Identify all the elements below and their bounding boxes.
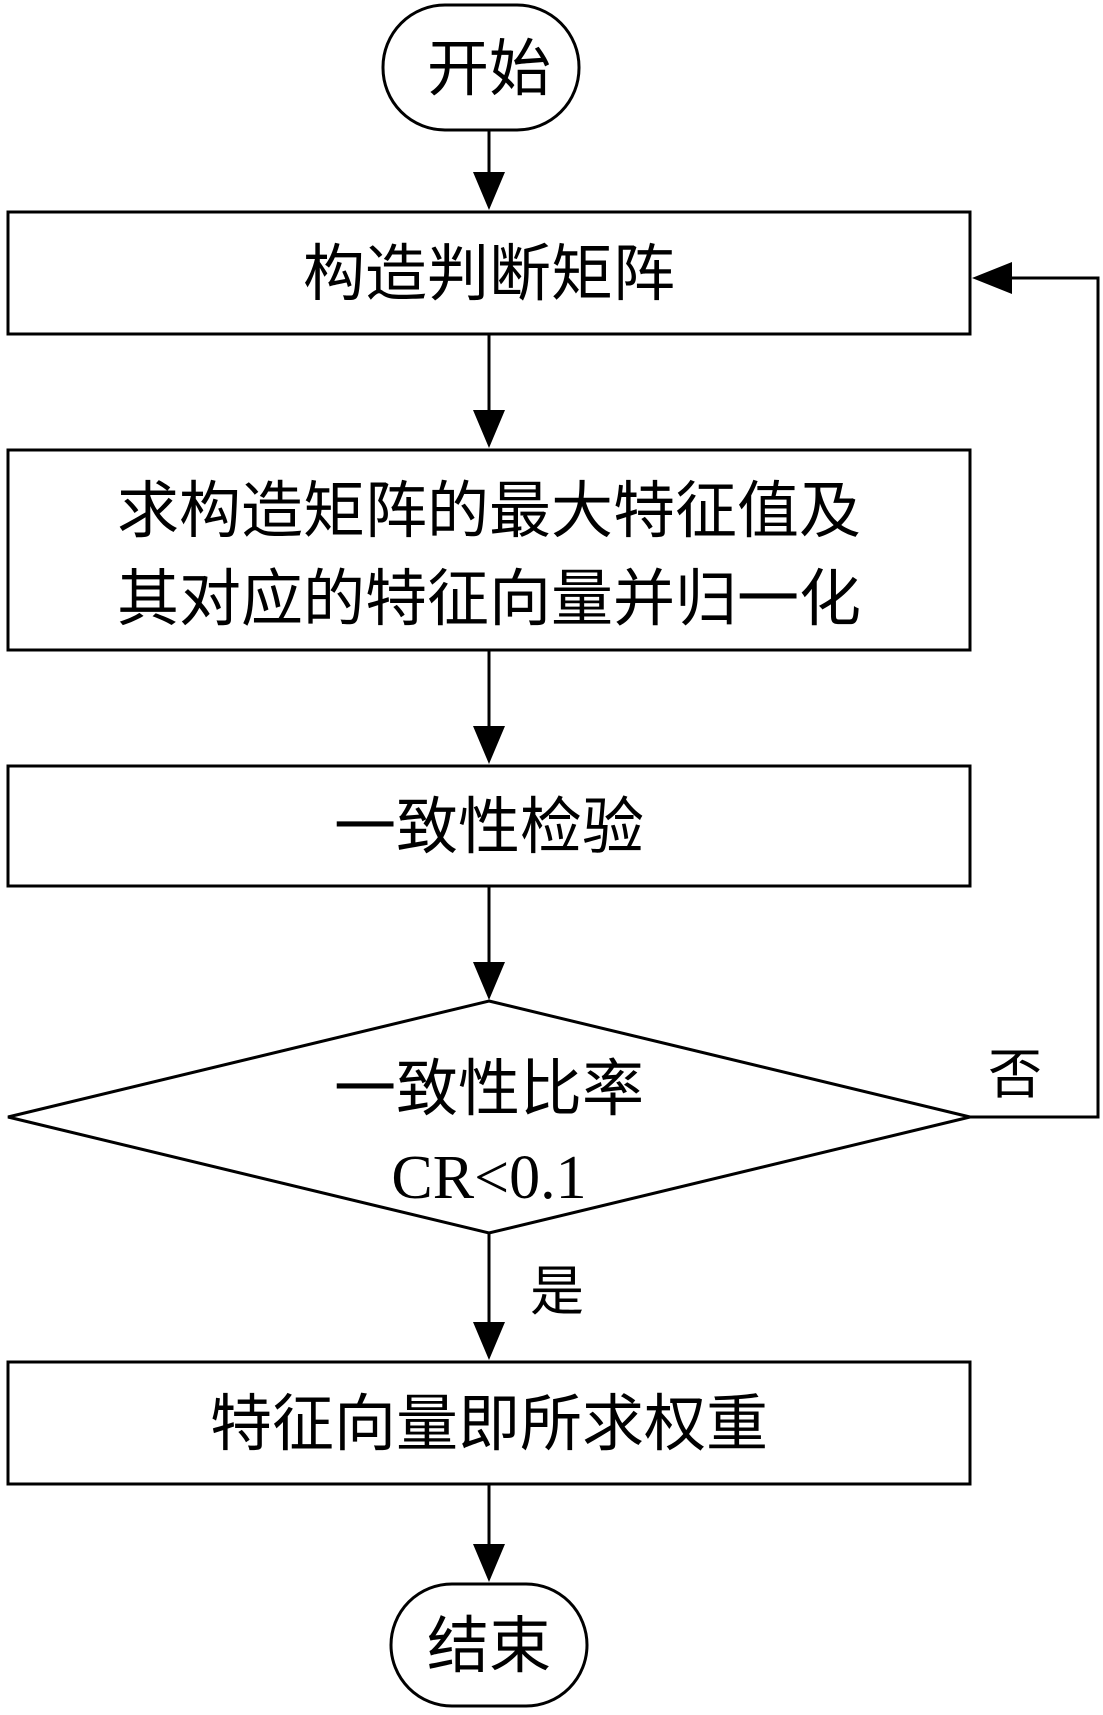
arrow-step2-to-step3 — [473, 650, 505, 764]
start-node-label: 开始 — [427, 32, 551, 105]
no-label: 否 — [988, 1043, 1042, 1106]
decision-diamond: 一致性比率 CR<0.1 — [7, 999, 971, 1235]
arrow-decision-no-loop — [970, 262, 1100, 1119]
decision-label-line2: CR<0.1 — [391, 1144, 586, 1212]
step4-box: 特征向量即所求权重 — [6, 1360, 972, 1486]
step2-label-line1: 求构造矩阵的最大特征值及 — [117, 474, 861, 547]
yes-label: 是 — [530, 1260, 584, 1323]
step2-label-line2: 其对应的特征向量并归一化 — [117, 562, 861, 635]
step3-box: 一致性检验 — [6, 764, 972, 888]
arrow-start-to-step1 — [473, 130, 505, 210]
start-node: 开始 — [381, 3, 581, 132]
step2-box: 求构造矩阵的最大特征值及 其对应的特征向量并归一化 — [6, 448, 972, 652]
step1-box: 构造判断矩阵 — [6, 210, 972, 336]
step3-label: 一致性检验 — [334, 790, 644, 863]
arrow-step1-to-step2 — [473, 334, 505, 448]
step1-label: 构造判断矩阵 — [303, 237, 675, 310]
decision-label-line1: 一致性比率 — [334, 1052, 644, 1125]
arrow-decision-yes — [473, 1233, 505, 1360]
end-node-label: 结束 — [427, 1609, 551, 1682]
arrow-step3-to-decision — [473, 886, 505, 1000]
step4-label: 特征向量即所求权重 — [210, 1387, 768, 1460]
arrow-step4-to-end — [473, 1484, 505, 1582]
end-node: 结束 — [389, 1582, 589, 1708]
